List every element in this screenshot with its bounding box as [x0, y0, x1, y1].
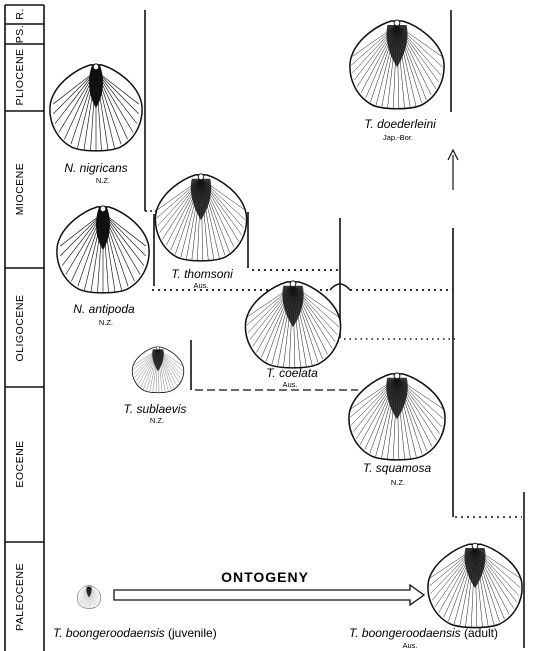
species: squamosa [376, 461, 432, 475]
shell-doederleini [350, 20, 444, 109]
svg-text:N. antipoda: N. antipoda [73, 302, 135, 316]
species: boongeroodaensis [66, 626, 165, 640]
epoch-label-recent: R. [14, 8, 26, 20]
label-nigricans: N. nigricans N.Z. [64, 161, 127, 185]
svg-text:T. coelata: T. coelata [266, 366, 318, 380]
label-thomsoni: T. thomsoni Aus. [171, 267, 233, 290]
genus: T. [349, 626, 359, 640]
genus: T. [53, 626, 63, 640]
species: doederleini [377, 117, 436, 131]
region: N.Z. [391, 478, 405, 487]
label-antipoda: N. antipoda N.Z. [73, 302, 135, 327]
genus: T. [266, 366, 276, 380]
epoch-label-pleistocene: PS. [14, 25, 26, 43]
species: antipoda [89, 302, 135, 316]
svg-text:T. sublaevis: T. sublaevis [124, 402, 187, 416]
label-squamosa: T. squamosa N.Z. [363, 461, 432, 487]
ontogeny-label: ONTOGENY [221, 569, 309, 585]
region: N.Z. [96, 176, 110, 185]
arrow-up-icon [448, 150, 458, 190]
region: Aus. [282, 380, 297, 389]
species: sublaevis [136, 402, 186, 416]
svg-text:T. doederleini: T. doederleini [364, 117, 436, 131]
svg-text:T. squamosa: T. squamosa [363, 461, 432, 475]
shell-thomsoni [155, 174, 246, 261]
ontogeny-arrow: ONTOGENY [114, 569, 424, 605]
svg-text:N. nigricans: N. nigricans [64, 161, 127, 175]
region: Aus. [402, 641, 417, 650]
genus: T. [364, 117, 374, 131]
label-sublaevis: T. sublaevis N.Z. [124, 402, 187, 425]
shell-antipoda [57, 206, 149, 293]
epoch-label-pliocene: PLIOCENE [14, 48, 26, 105]
epoch-label-eocene: EOCENE [14, 440, 26, 487]
epoch-label-miocene: MIOCENE [14, 163, 26, 216]
species: boongeroodaensis [362, 626, 461, 640]
genus: T. [124, 402, 134, 416]
genus: N. [64, 161, 76, 175]
shell-sublaevis [132, 347, 184, 393]
species: coelata [279, 366, 318, 380]
genus: T. [363, 461, 373, 475]
region: N.Z. [150, 416, 164, 425]
region: Aus. [193, 281, 208, 290]
label-doederleini: T. doederleini Jap.-Bor. [364, 117, 436, 142]
label-coelata: T. coelata Aus. [266, 366, 318, 389]
genus: N. [73, 302, 85, 316]
genus: T. [171, 267, 181, 281]
epoch-label-oligocene: OLIGOCENE [14, 295, 26, 362]
shell-squamosa [349, 373, 445, 460]
svg-text:T. thomsoni: T. thomsoni [171, 267, 233, 281]
label-boongeroo-adult: T. boongeroodaensis (adult) Aus. [349, 626, 498, 650]
species: thomsoni [184, 267, 233, 281]
label-boongeroo-juvenile: T. boongeroodaensis (juvenile) [53, 626, 217, 640]
region: N.Z. [99, 318, 113, 327]
region: Jap.-Bor. [383, 133, 413, 142]
time-scale-column: R. PS. PLIOCENE MIOCENE OLIGOCENE EOCENE… [5, 5, 44, 651]
stage-note: (juvenile) [168, 626, 217, 640]
shell-coelata [245, 281, 340, 368]
shell-boongeroo-adult [428, 543, 522, 628]
stage-note: (adult) [464, 626, 498, 640]
species: nigricans [80, 161, 128, 175]
svg-text:T. boongeroodaensis (juvenile): T. boongeroodaensis (juvenile) [53, 626, 217, 640]
shell-nigricans [50, 64, 142, 151]
epoch-label-paleocene: PALEOCENE [14, 563, 26, 631]
shell-boongeroo-juvenile [77, 585, 101, 608]
svg-text:T. boongeroodaensis (adult): T. boongeroodaensis (adult) [349, 626, 498, 640]
